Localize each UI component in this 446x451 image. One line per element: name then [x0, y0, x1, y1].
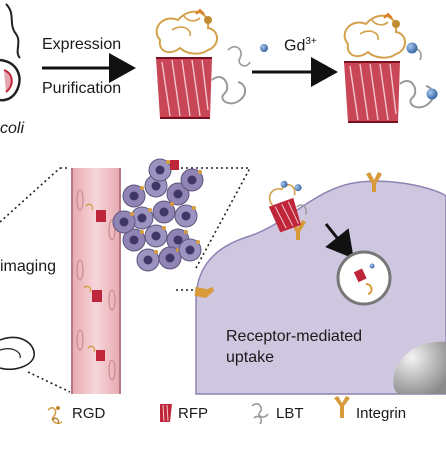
- tumor-cell-nucleus: [129, 191, 139, 201]
- purification-label: Purification: [42, 80, 122, 97]
- tumor-cell-nucleus: [187, 175, 197, 185]
- zoom-lines: [0, 167, 251, 393]
- imaging-label: imaging: [0, 258, 57, 275]
- legend-rfp-icon: [160, 404, 172, 422]
- mouse-outline-icon: [0, 336, 35, 371]
- bound-integrin-dot: [184, 230, 188, 234]
- tumor-cell-nucleus: [151, 231, 161, 241]
- circulating-protein-icon: [83, 203, 106, 361]
- tumor-cell-nucleus: [159, 207, 169, 217]
- expression-label: Expression: [42, 36, 122, 53]
- tumor-cell-cluster: [112, 158, 204, 272]
- bound-integrin-dot: [154, 250, 158, 254]
- tumor-cell-nucleus: [129, 235, 139, 245]
- tumor-cell-nucleus: [137, 213, 147, 223]
- tumor-cell-nucleus: [119, 217, 129, 227]
- uptake-arrow: [324, 223, 354, 259]
- tumor-cell-nucleus: [173, 235, 183, 245]
- bound-integrin-dot: [198, 170, 202, 174]
- endosome-icon: [336, 250, 392, 306]
- bound-integrin-dot: [166, 160, 170, 164]
- gd-ion-icon: [260, 44, 268, 52]
- targeting-protein-icon: [268, 180, 307, 233]
- bound-integrin-dot: [192, 206, 196, 210]
- legend-integrin-icon: [334, 396, 350, 418]
- gd-charge: 3+: [305, 36, 317, 47]
- bound-integrin-dot: [170, 202, 174, 206]
- gd-labelled-protein-icon: [343, 12, 438, 123]
- tumor-bound-rfp: [170, 160, 179, 170]
- gd-ion-label: Gd3+: [284, 36, 317, 55]
- tumor-cell-nucleus: [143, 255, 153, 265]
- tumor-cell-nucleus: [181, 211, 191, 221]
- bound-integrin-dot: [162, 226, 166, 230]
- ecoli-icon: [0, 3, 21, 102]
- bound-integrin-dot: [140, 230, 144, 234]
- legend-rgd-label: RGD: [72, 405, 106, 422]
- legend-integrin-label: Integrin: [356, 405, 407, 422]
- nucleus-icon: [393, 341, 446, 394]
- gd-symbol: Gd: [284, 37, 306, 55]
- tumor-cell-nucleus: [185, 245, 195, 255]
- bound-integrin-dot: [140, 186, 144, 190]
- uptake-label-line1: Receptor-mediated: [226, 328, 363, 345]
- target-cell: [195, 180, 446, 395]
- bound-integrin-dot: [148, 208, 152, 212]
- bound-integrin-dot: [196, 240, 200, 244]
- fusion-protein-icon: [155, 8, 251, 119]
- uptake-label-line2: uptake: [226, 349, 275, 366]
- bound-integrin-dot: [130, 212, 134, 216]
- tumor-cell-nucleus: [165, 253, 175, 263]
- legend-rfp-label: RFP: [178, 405, 208, 422]
- tumor-cell-nucleus: [173, 189, 183, 199]
- tumor-cell-nucleus: [155, 165, 165, 175]
- tumor-cell-nucleus: [151, 181, 161, 191]
- ecoli-label: coli: [0, 120, 25, 137]
- legend-rgd-icon: [47, 406, 63, 425]
- legend-lbt-label: LBT: [276, 405, 304, 422]
- legend-lbt-icon: [251, 403, 269, 425]
